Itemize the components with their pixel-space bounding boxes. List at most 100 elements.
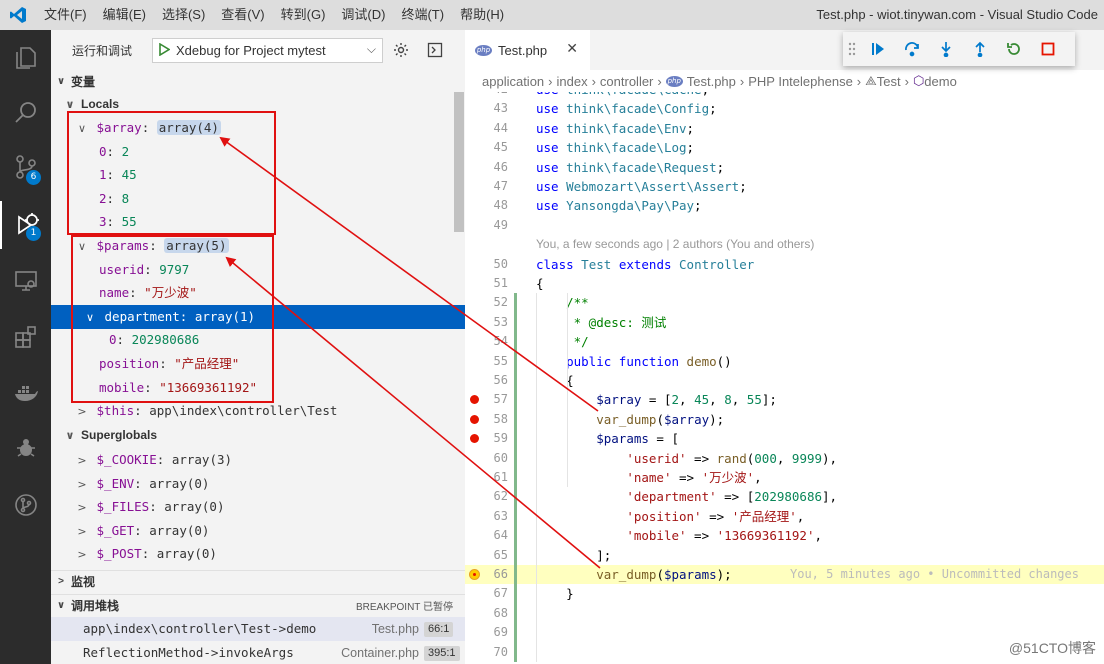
menu-item[interactable]: 查看(V) <box>221 7 265 22</box>
variables-header-label: 变量 <box>71 74 96 89</box>
breadcrumb-item[interactable]: Test <box>876 73 901 89</box>
sidebar-scrollbar[interactable] <box>454 92 464 232</box>
breadcrumb-item[interactable]: PHP Intelephense <box>748 73 853 89</box>
superglobal-row[interactable]: > $_POST: array(0) <box>51 542 465 566</box>
code-text: 'userid' => rand(000, 9999), <box>626 450 838 466</box>
extensions-icon[interactable] <box>0 313 51 361</box>
code-line: 56 { <box>465 371 1104 390</box>
variables-section-header[interactable]: ∨ 变量 <box>51 70 465 92</box>
activity-bar: 6 1 <box>0 30 51 664</box>
continue-icon[interactable] <box>861 32 895 66</box>
breadcrumb-item[interactable]: Test.php <box>686 73 736 89</box>
variable-content: 3: 55 <box>99 210 137 234</box>
php-file-icon: php <box>475 44 492 56</box>
line-number: 48 <box>493 198 508 213</box>
variable-type: array(0) <box>156 546 217 562</box>
variable-content: ∨ $array: array(4) <box>75 116 221 141</box>
menu-item[interactable]: 终端(T) <box>401 7 445 22</box>
debug-config-select[interactable]: Xdebug for Project mytest ⌵ <box>152 38 383 63</box>
variable-row[interactable]: name: "万少波" <box>51 281 465 305</box>
variable-row[interactable]: 1: 45 <box>51 163 465 187</box>
superglobals-scope-header[interactable]: ∨ Superglobals <box>63 424 157 446</box>
variable-row[interactable]: mobile: "13669361192" <box>51 376 465 400</box>
close-icon[interactable]: ✕ <box>566 40 578 56</box>
source-control-icon[interactable] <box>0 143 51 191</box>
separator: : <box>149 499 165 515</box>
line-number: 60 <box>493 450 508 465</box>
variable-row[interactable]: 3: 55 <box>51 210 465 234</box>
code-text: ]; <box>536 547 612 563</box>
variable-row[interactable]: > $this: app\index\controller\Test <box>51 399 465 423</box>
menu-item[interactable]: 调试(D) <box>341 7 386 22</box>
stop-icon[interactable] <box>1031 32 1065 66</box>
code-line: 64 'mobile' => '13669361192', <box>465 526 1104 545</box>
code-line: 70 <box>465 643 1104 662</box>
variable-row[interactable]: userid: 9797 <box>51 258 465 282</box>
separator: : <box>134 403 150 419</box>
locals-scope-header[interactable]: ∨ Locals <box>63 93 119 115</box>
run-debug-title: 运行和调试 <box>72 43 133 58</box>
run-debug-icon[interactable] <box>0 201 51 249</box>
variable-type: array(3) <box>171 452 233 467</box>
menu-item[interactable]: 编辑(E) <box>102 7 146 22</box>
menu-item[interactable]: 文件(F) <box>44 7 87 22</box>
superglobal-row[interactable]: > $_FILES: array(0) <box>51 495 465 519</box>
explorer-icon[interactable] <box>0 34 51 82</box>
current-breakpoint-icon[interactable] <box>469 569 480 580</box>
variable-name: $_COOKIE <box>96 452 157 467</box>
breadcrumb-item[interactable]: demo <box>924 73 957 89</box>
breakpoint-icon[interactable] <box>470 414 479 424</box>
breadcrumb-item[interactable]: application <box>482 73 545 89</box>
variable-row[interactable]: 2: 8 <box>51 187 465 211</box>
variable-value: 9797 <box>159 261 190 277</box>
blame-annotation[interactable]: You, a few seconds ago | 2 authors (You … <box>536 237 815 252</box>
docker-icon[interactable] <box>0 369 51 417</box>
debug-alt-icon[interactable] <box>0 425 51 473</box>
callstack-section-header[interactable]: ∨ 调用堆栈 BREAKPOINT 已暂停 <box>51 594 465 616</box>
chevron-right-icon: › <box>657 73 662 89</box>
chevron-right-icon: > <box>77 501 87 515</box>
step-out-icon[interactable] <box>963 32 997 66</box>
frame-line-badge: 395:1 <box>424 646 460 661</box>
watch-section-header[interactable]: > 监视 <box>51 570 465 592</box>
chevron-down-icon: ∨ <box>85 310 95 324</box>
step-over-icon[interactable] <box>895 32 929 66</box>
restart-icon[interactable] <box>997 32 1031 66</box>
superglobal-row[interactable]: > $_GET: array(0) <box>51 519 465 543</box>
variable-content: ∨ department: array(1) <box>83 305 255 330</box>
code-text: var_dump($params); <box>596 567 732 582</box>
code-text: class Test extends Controller <box>536 256 755 272</box>
variable-row[interactable]: 0: 202980686 <box>51 328 465 352</box>
git-change-indicator[interactable] <box>514 293 517 662</box>
git-graph-icon[interactable] <box>0 481 51 529</box>
gear-icon[interactable] <box>391 40 411 60</box>
line-number: 54 <box>493 334 508 349</box>
variable-name: $_ENV <box>96 475 135 491</box>
variable-row[interactable]: 0: 2 <box>51 140 465 164</box>
variable-row[interactable]: ∨ $params: array(5) <box>51 234 465 258</box>
search-icon[interactable] <box>0 89 51 137</box>
line-number: 49 <box>493 217 508 232</box>
debug-console-icon[interactable] <box>425 40 445 60</box>
superglobal-row[interactable]: > $_COOKIE: array(3) <box>51 448 465 472</box>
remote-explorer-icon[interactable] <box>0 257 51 305</box>
start-debug-icon[interactable] <box>153 42 173 59</box>
superglobal-row[interactable]: > $_ENV: array(0) <box>51 472 465 496</box>
variable-name: $_GET <box>96 522 135 538</box>
breadcrumb-item[interactable]: controller <box>599 73 654 89</box>
breadcrumb-item[interactable]: index <box>556 73 588 89</box>
menu-item[interactable]: 转到(G) <box>280 7 326 22</box>
menu-item[interactable]: 帮助(H) <box>460 7 505 22</box>
method-icon: ⬡ <box>912 73 925 88</box>
variable-row[interactable]: ∨ $array: array(4) <box>51 116 465 140</box>
step-into-icon[interactable] <box>929 32 963 66</box>
tab-test-php[interactable]: php Test.php ✕ <box>465 30 590 70</box>
drag-handle-icon[interactable] <box>843 32 861 66</box>
variable-row[interactable]: ∨ department: array(1) <box>51 304 465 330</box>
variable-row[interactable]: position: "产品经理" <box>51 352 465 376</box>
menu-item[interactable]: 选择(S) <box>161 7 206 22</box>
debug-sidebar: 运行和调试 Xdebug for Project mytest ⌵ ∨ 变量 ∨… <box>51 30 465 664</box>
